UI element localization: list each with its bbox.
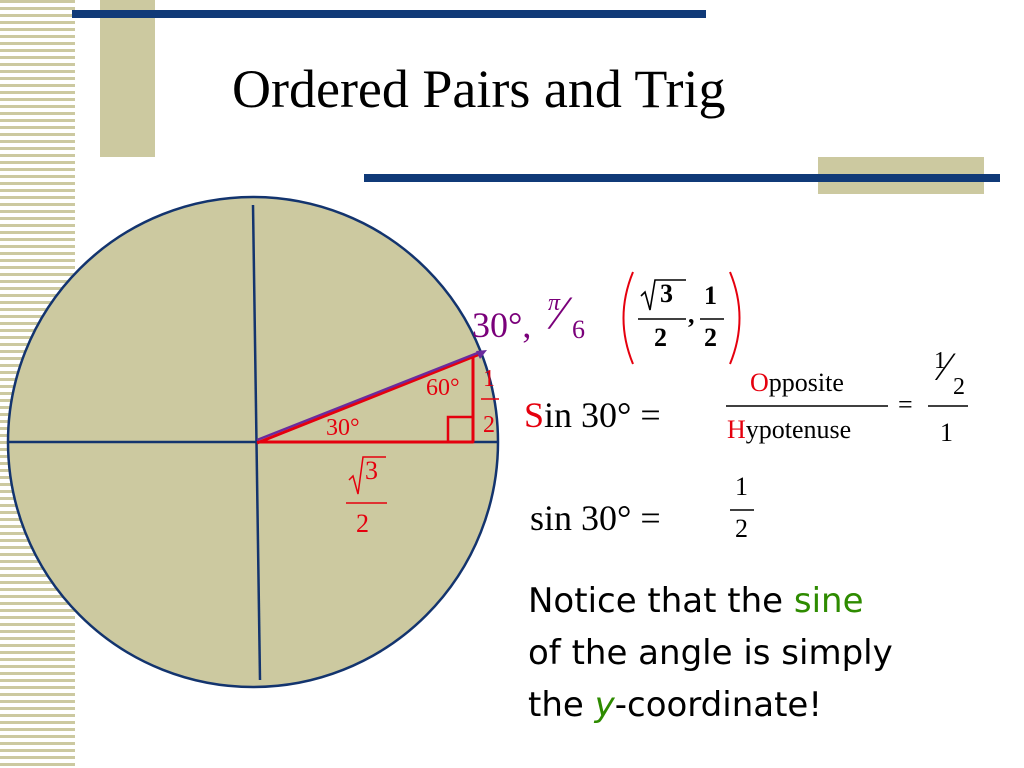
- note-line-3-start: the: [528, 685, 595, 725]
- coord-left-paren: [622, 271, 634, 365]
- radius-line: [256, 350, 481, 442]
- mid-rule-bar: [364, 174, 1000, 182]
- note-word-sine: sine: [793, 581, 864, 621]
- angle-30-label: 30°: [326, 415, 360, 441]
- point-angle-pi: π: [548, 290, 561, 316]
- point-angle-degrees: 30°,: [472, 305, 532, 345]
- sin-30-lhs: sin 30° =: [530, 498, 661, 538]
- opposite-label: Opposite: [750, 368, 844, 398]
- right-angle-marker: [446, 415, 475, 444]
- opposite-side-numerator: 1: [483, 366, 495, 392]
- accent-block-top-left: [100, 0, 155, 157]
- coord-y-numerator: 1: [704, 281, 717, 310]
- sin-result-numerator: 1: [735, 472, 748, 501]
- hypotenuse-rest: ypotenuse: [745, 415, 852, 444]
- coord-radical-sign: [640, 279, 686, 311]
- note-line-3-end: -coordinate!: [614, 685, 822, 725]
- ratio-inner-numerator: 1: [934, 348, 946, 374]
- point-angle-six: 6: [572, 315, 585, 344]
- ratio-denominator: 1: [940, 418, 953, 447]
- triangle-hypotenuse: [256, 352, 481, 445]
- coord-x-root: 3: [660, 279, 673, 308]
- adjacent-radical-sign: [348, 456, 386, 495]
- note-word-y: y: [594, 685, 615, 725]
- note-line-3: the y-coordinate!: [528, 681, 822, 729]
- coord-x-denominator: 2: [654, 323, 667, 352]
- opposite-rest: pposite: [768, 368, 844, 397]
- radius-arrow-head: [476, 350, 487, 359]
- coord-right-paren: [729, 271, 741, 365]
- hypotenuse-initial-h: H: [727, 415, 746, 444]
- sine-definition-lhs: Sin 30° =: [524, 394, 661, 436]
- sine-initial-s: S: [524, 395, 545, 435]
- angle-60-label: 60°: [426, 375, 460, 401]
- slide-title: Ordered Pairs and Trig: [232, 59, 726, 119]
- coord-comma: ,: [688, 300, 695, 329]
- y-axis-line: [251, 204, 262, 681]
- adjacent-side-root: 3: [365, 456, 378, 485]
- sin-result-denominator: 2: [735, 514, 748, 543]
- hypotenuse-label: Hypotenuse: [727, 415, 851, 445]
- ratio-inner-slash: ⁄: [942, 344, 949, 389]
- adjacent-side-denominator: 2: [356, 509, 369, 538]
- note-line-1: Notice that the sine: [528, 577, 864, 625]
- opposite-side-denominator: 2: [483, 412, 495, 438]
- opposite-initial-o: O: [750, 368, 769, 397]
- point-angle-slash: ⁄: [556, 287, 565, 340]
- note-line-1-text: Notice that the: [528, 581, 794, 621]
- sine-lhs-rest: in 30° =: [544, 395, 661, 435]
- top-rule-bar: [72, 10, 706, 18]
- ratio-equals-sign: =: [898, 390, 913, 419]
- note-line-2: of the angle is simply: [528, 633, 893, 673]
- coord-y-denominator: 2: [704, 323, 717, 352]
- ratio-inner-denominator: 2: [953, 374, 965, 400]
